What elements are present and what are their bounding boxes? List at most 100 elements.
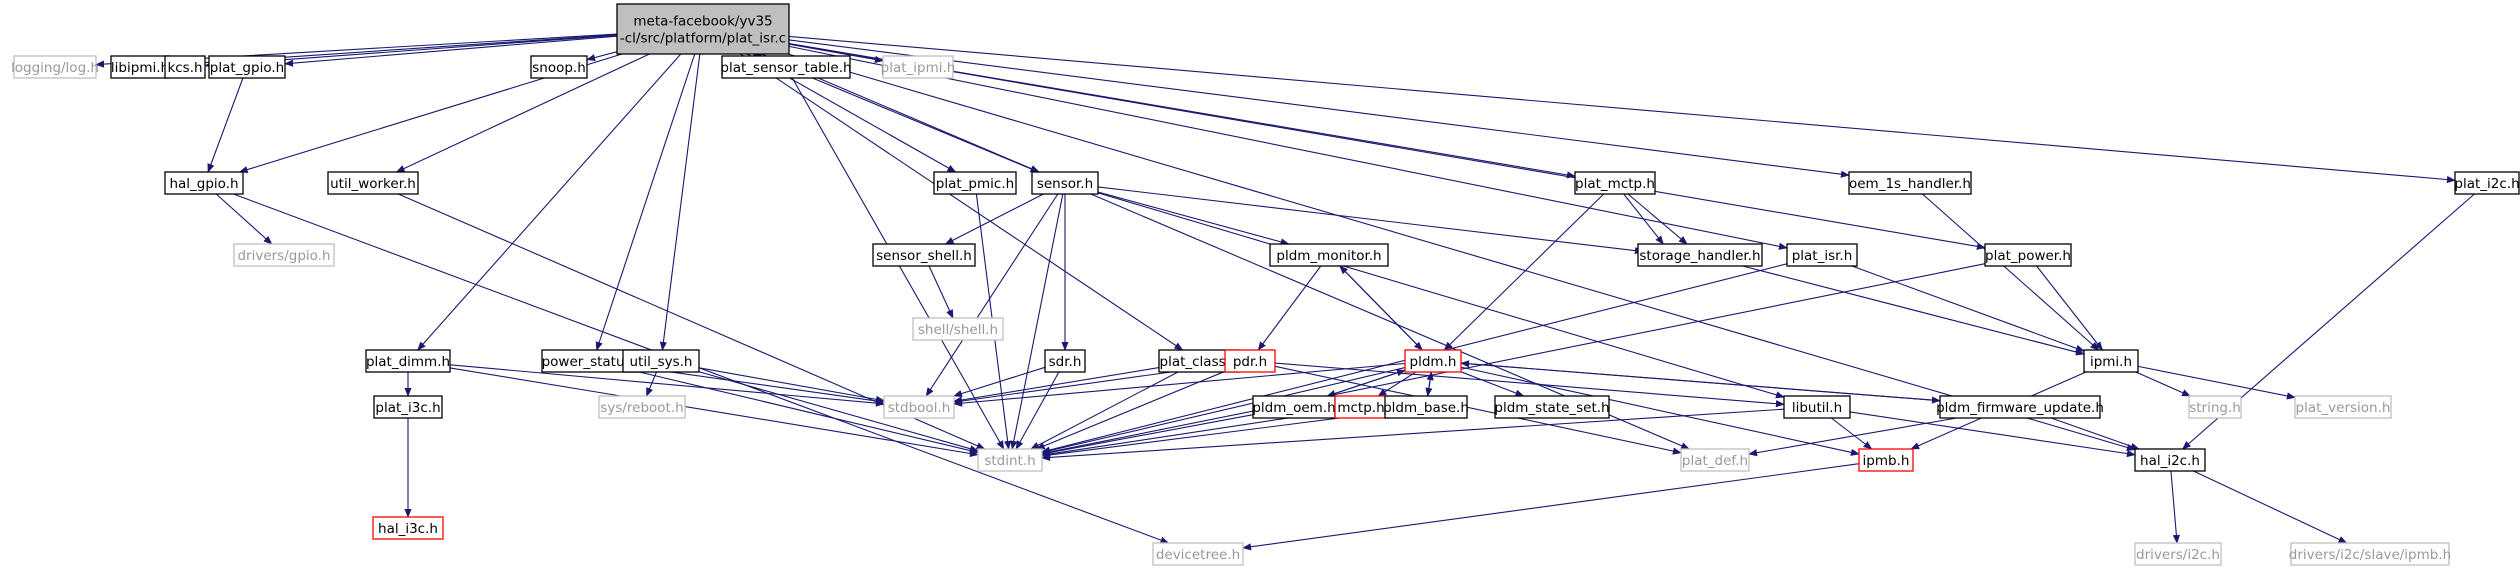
node-box xyxy=(208,55,286,79)
node-plat-sensor-table[interactable]: plat_sensor_table.h xyxy=(720,55,852,79)
node-pldm-state-set[interactable]: pldm_state_set.h xyxy=(1494,395,1610,419)
node-box xyxy=(616,3,790,55)
node-label: plat_i2c.h xyxy=(2454,176,2519,192)
edge-pldm-to-pldm_monitor xyxy=(1339,265,1423,351)
node-plat-pmic[interactable]: plat_pmic.h xyxy=(933,171,1017,195)
edge-sensor-to-libutil xyxy=(1097,192,1785,399)
node-box xyxy=(233,243,335,267)
edge-ipmb-to-devicetree xyxy=(1242,463,1860,551)
edge-sensor-to-kernel xyxy=(1097,186,1644,255)
node-pldm-base[interactable]: pldm_base.h xyxy=(1383,395,1469,419)
edge-libutil-to-ipmb xyxy=(1830,417,1873,450)
node-label: power_status.h xyxy=(542,354,645,370)
node-hal-gpio[interactable]: hal_gpio.h xyxy=(164,171,244,195)
node-box xyxy=(13,55,97,79)
node-label: mctp.h xyxy=(1337,400,1384,416)
node-snoop[interactable]: snoop.h xyxy=(530,55,588,79)
edge-root-to-power_status xyxy=(595,53,696,351)
edge-plat_mctp-to-pldm xyxy=(1443,193,1605,351)
node-plat-gpio[interactable]: plat_gpio.h xyxy=(208,55,286,79)
edge-pldm_firmware_update-to-pldm xyxy=(1460,360,1941,402)
edge-pldm-to-pldm_state_set xyxy=(1460,371,1525,397)
node-box xyxy=(1786,243,1858,267)
node-label: plat_class.h xyxy=(1160,354,1239,370)
edge-libutil-to-stdint xyxy=(1041,408,1785,461)
edge-hal_i2c-to-drivers_i2c_slave_ipmb xyxy=(2193,470,2348,544)
node-box xyxy=(1152,542,1244,566)
node-pldm-firmware-update[interactable]: pldm_firmware_update.h xyxy=(1936,395,2104,419)
node-sensor-shell[interactable]: sensor_shell.h xyxy=(872,243,976,267)
node-box xyxy=(883,395,955,419)
node-plat-isr[interactable]: plat_isr.h xyxy=(1786,243,1858,267)
node-plat-power[interactable]: plat_power.h xyxy=(1984,243,2072,267)
edges-layer xyxy=(95,33,2475,551)
node-hal-i2c[interactable]: hal_i2c.h xyxy=(2134,448,2206,472)
node-plat-class[interactable]: plat_class.h xyxy=(1158,349,1240,373)
edge-sdr-to-stdbool xyxy=(953,366,1046,397)
node-label: -cl/src/platform/plat_isr.c xyxy=(620,31,786,47)
node-box xyxy=(977,448,1043,472)
node-util-worker[interactable]: util_worker.h xyxy=(327,171,419,195)
node-label: stdint.h xyxy=(984,453,1035,469)
node-label: sdr.h xyxy=(1049,354,1082,370)
node-util-sys[interactable]: util_sys.h xyxy=(622,349,700,373)
node-pdr[interactable]: pdr.h xyxy=(1224,349,1276,373)
edge-ipmi-to-plat_version xyxy=(2137,365,2296,400)
node-logging-log: logging/log.h xyxy=(11,55,99,79)
node-label: storage_handler.h xyxy=(1639,248,1760,264)
node-label: plat_sensor_table.h xyxy=(720,60,851,76)
node-box xyxy=(1404,349,1462,373)
node-label: plat_mctp.h xyxy=(1575,176,1655,192)
node-kcs[interactable]: kcs.h xyxy=(164,55,206,79)
node-box xyxy=(365,349,451,373)
node-box xyxy=(164,55,206,79)
edge-root-to-util_sys xyxy=(659,53,701,351)
node-plat-ipmi: plat_ipmi.h xyxy=(881,55,955,79)
node-box xyxy=(1858,448,1914,472)
node-plat-i3c[interactable]: plat_i3c.h xyxy=(373,395,443,419)
node-label: hal_i3c.h xyxy=(378,521,438,537)
node-box xyxy=(598,395,686,419)
node-hal-i3c[interactable]: hal_i3c.h xyxy=(372,516,444,540)
node-label: sensor.h xyxy=(1037,176,1093,192)
node-libutil[interactable]: libutil.h xyxy=(1783,395,1851,419)
node-label: util_sys.h xyxy=(629,354,692,370)
node-power-status[interactable]: power_status.h xyxy=(541,349,645,373)
edge-plat_class-to-stdint xyxy=(1030,371,1179,450)
node-plat-mctp[interactable]: plat_mctp.h xyxy=(1574,171,1656,195)
node-drivers-i2c-slave-ipmb: drivers/i2c/slave/ipmb.h xyxy=(2289,542,2451,566)
node-label: oem_1s_handler.h xyxy=(1849,176,1971,192)
node-box xyxy=(1984,243,2072,267)
node-label: plat_dimm.h xyxy=(366,354,450,370)
node-box xyxy=(1783,395,1851,419)
edge-root-to-snoop xyxy=(586,51,618,62)
node-label: plat_i3c.h xyxy=(375,400,440,416)
edge-plat_sensor_table-to-sensor xyxy=(812,77,1040,173)
node-sdr[interactable]: sdr.h xyxy=(1044,349,1086,373)
edge-ipmi-to-string xyxy=(2135,371,2191,397)
node-ipmb[interactable]: ipmb.h xyxy=(1858,448,1914,472)
edge-storage_handler-to-ipmi xyxy=(1742,265,2085,356)
node-pldm-oem[interactable]: pldm_oem.h xyxy=(1252,395,1336,419)
node-box xyxy=(164,171,244,195)
node-box xyxy=(1939,395,2101,419)
node-oem-1s-handler[interactable]: oem_1s_handler.h xyxy=(1848,171,1972,195)
node-storage-handler[interactable]: storage_handler.h xyxy=(1637,243,1763,267)
node-ipmi[interactable]: ipmi.h xyxy=(2083,349,2139,373)
node-plat-i2c[interactable]: plat_i2c.h xyxy=(2454,171,2520,195)
node-pldm-monitor[interactable]: pldm_monitor.h xyxy=(1269,243,1389,267)
node-root[interactable]: meta-facebook/yv35-cl/src/platform/plat_… xyxy=(616,3,790,55)
node-sensor[interactable]: sensor.h xyxy=(1031,171,1099,195)
node-mctp[interactable]: mctp.h xyxy=(1334,395,1388,419)
node-label: pldm_oem.h xyxy=(1252,400,1335,416)
edge-pdr-to-plat_def xyxy=(1274,365,1682,455)
node-label: libutil.h xyxy=(1792,400,1842,416)
node-label: plat_power.h xyxy=(1985,248,2071,264)
node-plat-dimm[interactable]: plat_dimm.h xyxy=(365,349,451,373)
node-label: pldm_firmware_update.h xyxy=(1936,400,2104,416)
edge-sensor-to-stdint xyxy=(1010,193,1064,450)
node-box xyxy=(1574,171,1656,195)
node-pldm[interactable]: pldm.h xyxy=(1404,349,1462,373)
node-libipmi[interactable]: libipmi.h xyxy=(110,55,170,79)
node-box xyxy=(1031,171,1099,195)
